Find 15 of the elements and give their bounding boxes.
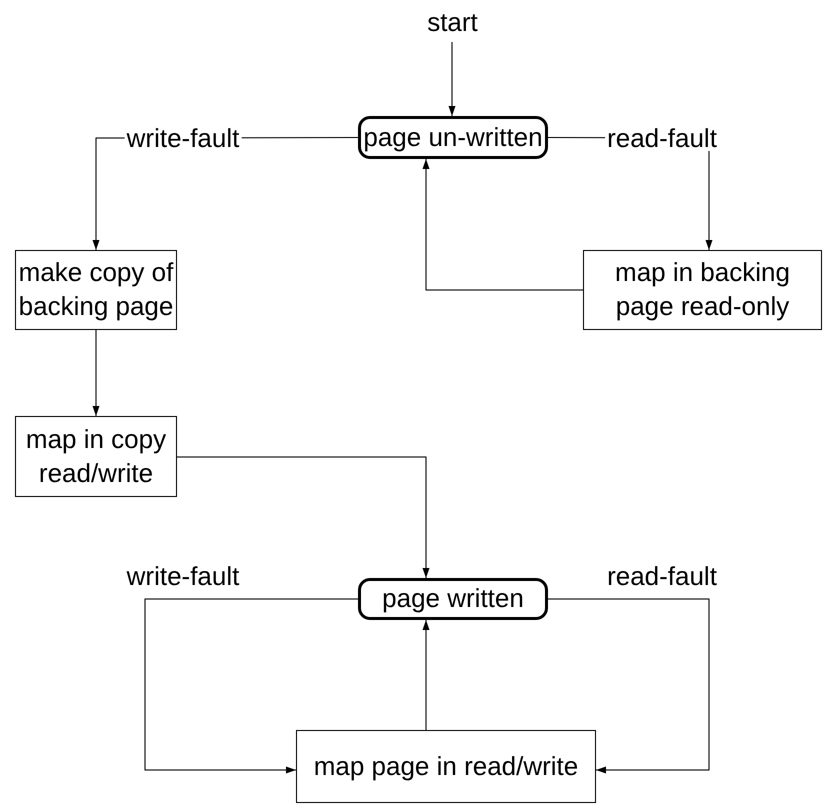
arrow xyxy=(422,158,584,290)
start-label: start xyxy=(415,4,490,42)
arrow xyxy=(92,330,100,416)
state-box: page un-written xyxy=(358,116,548,159)
edge-label: read-fault xyxy=(605,125,719,151)
process-box: make copy of backing page xyxy=(15,250,177,330)
process-box: map in backing page read-only xyxy=(583,250,822,330)
process-box: map in copy read/write xyxy=(15,416,177,497)
state-box: page written xyxy=(358,578,548,620)
arrow xyxy=(176,456,430,578)
arrow xyxy=(548,598,710,774)
arrow xyxy=(144,598,358,774)
arrow xyxy=(422,620,430,730)
arrow xyxy=(448,42,456,116)
process-box: map page in read/write xyxy=(296,730,596,803)
